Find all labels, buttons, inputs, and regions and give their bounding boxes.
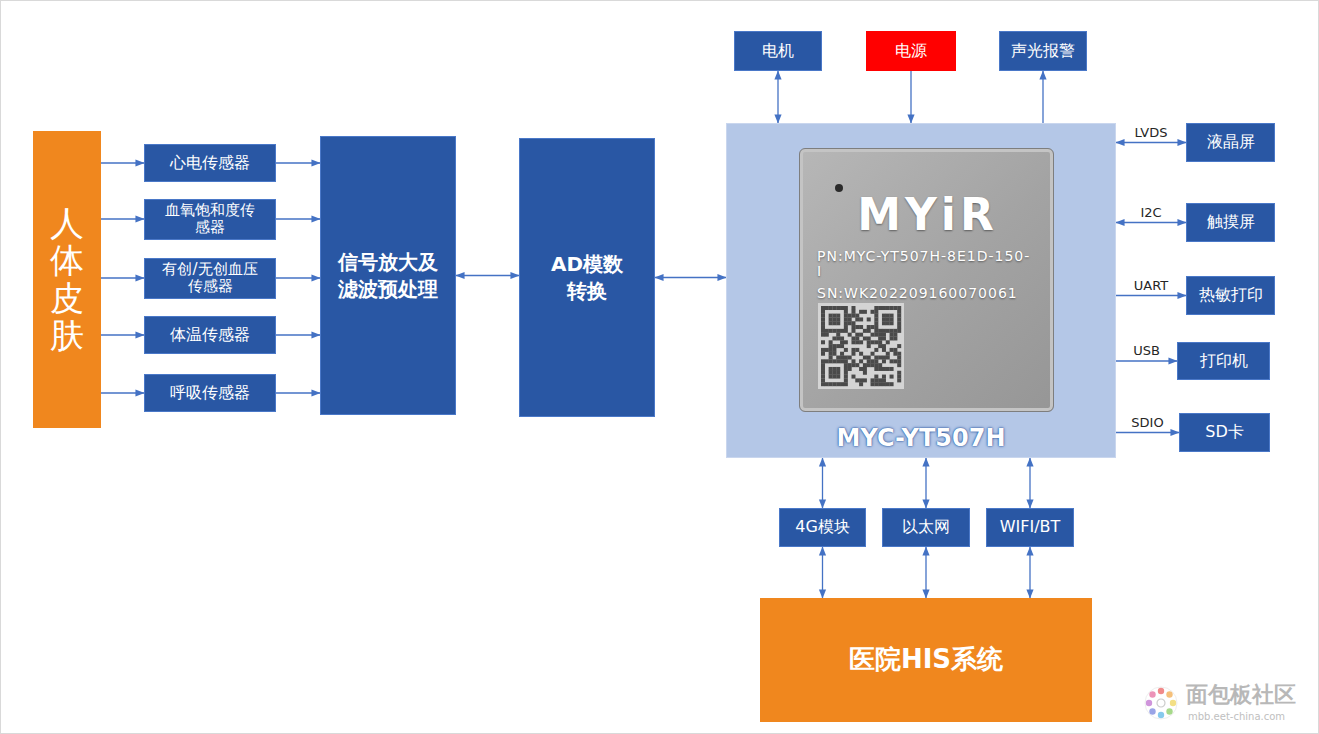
network-box: 以太网 — [882, 508, 970, 547]
chip-artwork — [799, 148, 1054, 412]
bus-label: USB — [1131, 343, 1162, 358]
power-box: 电源 — [866, 31, 956, 71]
node-label: SD卡 — [1205, 423, 1243, 441]
connector-arrow — [925, 458, 926, 508]
connector-arrow — [101, 277, 144, 278]
sensor-box: 有创/无创血压传感器 — [144, 258, 276, 299]
pin1-dot — [835, 184, 843, 192]
node-label: 4G模块 — [795, 518, 850, 536]
connector-arrow — [101, 218, 144, 219]
peripheral-box: 打印机 — [1177, 342, 1270, 380]
connector-arrow — [276, 334, 320, 335]
core-board: MYC-YT507H MYiR PN:MYC-YT507H-8E1D-150-I SN… — [726, 123, 1116, 458]
watermark-logo — [1145, 687, 1177, 719]
connector-arrow — [655, 277, 726, 278]
brand-logo: MYiR — [800, 191, 1055, 239]
som-chip: MYiR PN:MYC-YT507H-8E1D-150-I SN:WK2022091… — [799, 148, 1054, 412]
connector-arrow — [276, 392, 320, 393]
node-label: 体温传感器 — [170, 326, 250, 344]
peripheral-box: 热敏打印 — [1186, 276, 1275, 315]
connector-arrow — [276, 277, 320, 278]
node-label: 热敏打印 — [1199, 286, 1263, 304]
node-label: 触摸屏 — [1207, 213, 1255, 231]
node-label: MYC-YT507H — [837, 425, 1006, 453]
node-label: 呼吸传感器 — [170, 384, 250, 402]
connector-arrow — [101, 392, 144, 393]
node-label: 人体皮肤 — [50, 205, 84, 355]
connector-arrow — [101, 334, 144, 335]
watermark-url: mbb.eet-china.com — [1188, 711, 1285, 722]
bus-label: I2C — [1138, 205, 1163, 220]
connector-arrow — [1116, 360, 1177, 361]
sensor-box: 呼吸传感器 — [144, 374, 276, 412]
node-label: 以太网 — [902, 518, 950, 536]
connector-arrow — [276, 162, 320, 163]
sensor-box: 体温传感器 — [144, 316, 276, 354]
peripheral-box: 触摸屏 — [1186, 203, 1275, 242]
network-box: 4G模块 — [779, 508, 866, 547]
node-label: 有创/无创血压传感器 — [161, 261, 260, 296]
connector-arrow — [777, 71, 778, 123]
part-number: PN:MYC-YT507H-8E1D-150-I — [817, 249, 1032, 279]
connector-arrow — [1116, 295, 1186, 296]
watermark-text: 面包板社区 — [1186, 683, 1296, 707]
node-label: 电源 — [895, 42, 927, 60]
process-box: 信号放大及滤波预处理 — [320, 136, 456, 415]
sensor-box: 血氧饱和度传感器 — [144, 199, 276, 240]
node-label: AD模数转换 — [541, 251, 633, 305]
node-label: 声光报警 — [1011, 42, 1075, 60]
skin-block: 人体皮肤 — [33, 131, 101, 428]
node-label: 心电传感器 — [170, 154, 250, 172]
connector-arrow — [1116, 142, 1186, 143]
connector-arrow — [1029, 547, 1030, 598]
network-box: WIFI/BT — [986, 508, 1074, 547]
node-label: 信号放大及滤波预处理 — [335, 249, 441, 303]
sensor-box: 心电传感器 — [144, 144, 276, 182]
connector-arrow — [456, 275, 519, 276]
node-label: 医院HIS系统 — [849, 645, 1003, 675]
node-label: 液晶屏 — [1207, 133, 1255, 151]
bus-label: LVDS — [1133, 125, 1170, 140]
bus-label: SDIO — [1129, 415, 1165, 430]
peripheral-box: SD卡 — [1179, 413, 1270, 452]
connector-arrow — [1116, 222, 1186, 223]
connector-arrow — [276, 218, 320, 219]
serial-number: SN:WK202209160070061 — [817, 286, 1032, 301]
connector-arrow — [101, 162, 144, 163]
node-label: 打印机 — [1200, 352, 1248, 370]
peripheral-box: 电机 — [734, 31, 822, 71]
connector-arrow — [910, 71, 911, 123]
peripheral-box: 液晶屏 — [1186, 123, 1275, 162]
peripheral-box: 声光报警 — [999, 31, 1087, 71]
qr-code — [818, 303, 904, 389]
connector-arrow — [1042, 71, 1043, 123]
connector-arrow — [1116, 432, 1179, 433]
process-box: AD模数转换 — [519, 138, 655, 417]
connector-arrow — [822, 458, 823, 508]
connector-arrow — [1029, 458, 1030, 508]
node-label: WIFI/BT — [1000, 518, 1061, 536]
hospital-system: 医院HIS系统 — [760, 598, 1092, 722]
connector-arrow — [822, 547, 823, 598]
connector-arrow — [925, 547, 926, 598]
node-label: 电机 — [762, 42, 794, 60]
bus-label: UART — [1132, 278, 1170, 293]
node-label: 血氧饱和度传感器 — [164, 202, 257, 237]
